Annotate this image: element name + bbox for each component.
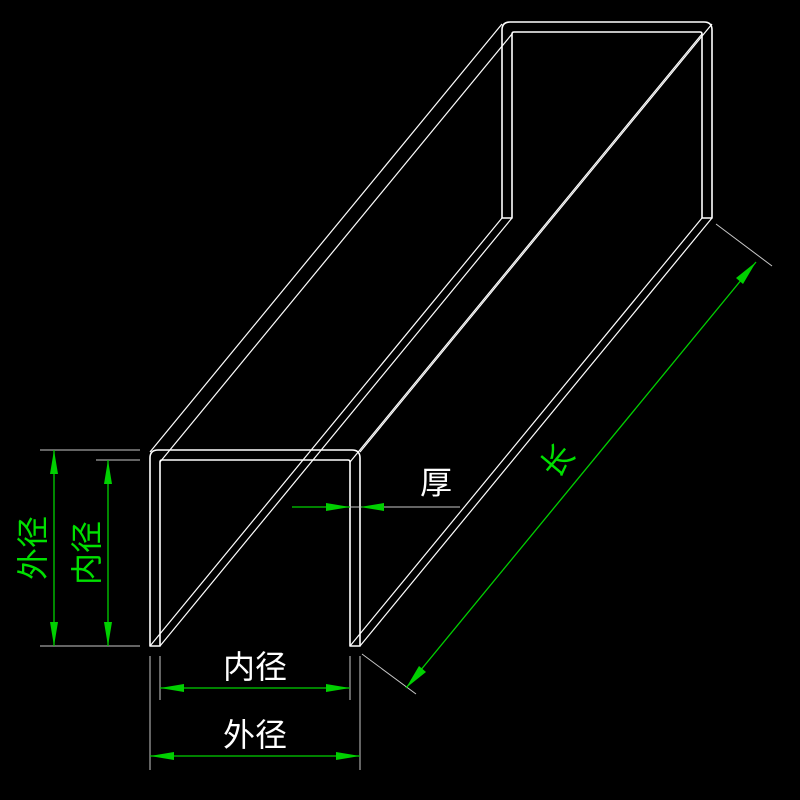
edge-bottom-right-outer	[359, 217, 713, 647]
length-dimension: 长	[361, 223, 773, 695]
inner-height-label: 内径	[68, 521, 106, 585]
edge-bottom-left-outer	[149, 217, 503, 647]
edge-bottom-right-inner	[349, 217, 703, 647]
left-dimensions: 外径 内径	[14, 449, 140, 647]
length-dimension-line	[405, 261, 757, 689]
edge-top-right-inner	[349, 33, 703, 463]
outer-height-label: 外径	[14, 516, 52, 580]
thickness-label: 厚	[420, 464, 452, 502]
edge-top-left-inner	[159, 33, 513, 463]
thickness-dimension: 厚	[292, 464, 460, 511]
length-label: 长	[533, 436, 583, 485]
back-profile	[501, 21, 713, 219]
outer-width-label: 外径	[223, 716, 287, 754]
edge-top-right-outer	[359, 23, 713, 453]
inner-width-label: 内径	[223, 648, 287, 686]
edge-top-left-outer	[149, 23, 503, 453]
front-profile-outer	[149, 449, 361, 647]
channel-outline	[149, 21, 713, 647]
edge-bottom-left-inner	[159, 217, 513, 647]
bottom-dimensions: 内径 外径	[149, 648, 361, 770]
